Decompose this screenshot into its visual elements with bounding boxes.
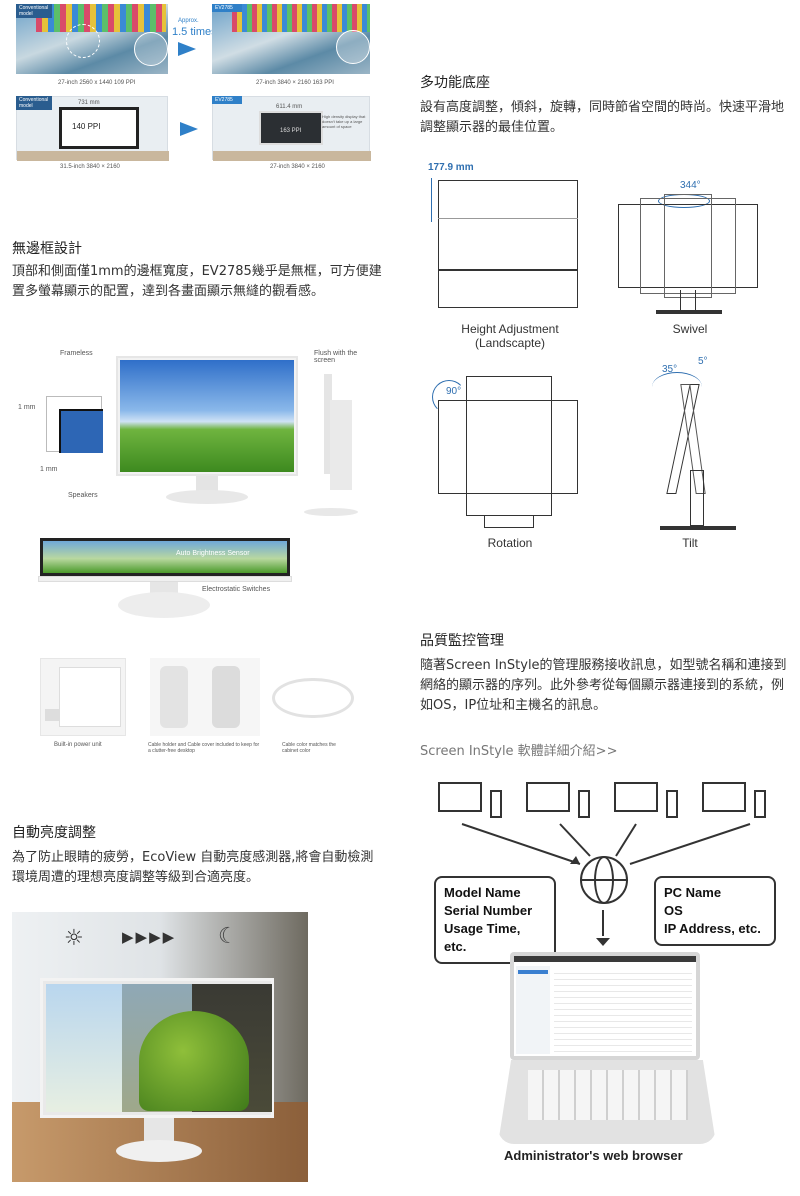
ev2785-size-caption: 27-inch 3840 × 2160 <box>270 164 325 170</box>
callout-os: OS <box>664 903 683 918</box>
laptop-screen <box>510 952 700 1060</box>
height-monitor <box>438 180 578 270</box>
pc-icon-2 <box>578 790 590 818</box>
frameless-title: 無邊框設計 <box>12 241 82 257</box>
swivel-label: Swivel <box>672 322 708 336</box>
pc-icon-3 <box>666 790 678 818</box>
network-arrows <box>461 823 751 946</box>
callout-pc-info: PC Name OS IP Address, etc. <box>654 876 776 946</box>
ev2785-image <box>212 4 370 74</box>
times-label: 1.5 times <box>172 26 217 38</box>
power-unit-image <box>40 658 126 736</box>
sun-icon: ☼ <box>64 926 84 951</box>
ev2785-bottom-badge: EV2785 <box>212 96 242 104</box>
auto-brightness-label: Auto Brightness Sensor <box>176 550 250 557</box>
cable-color-label: Cable color matches the cabinet color <box>282 742 336 754</box>
ev2785-note: High density display that doesn't take u… <box>322 114 366 129</box>
flush-label: Flush with the screen <box>314 350 358 364</box>
tilt-value-b: 5° <box>698 356 708 367</box>
pc-icon-4 <box>754 790 766 818</box>
corner-zoom <box>46 396 103 453</box>
auto-brightness-body: 為了防止眼睛的疲勞，EcoView 自動亮度感測器,將會自動檢測環境周遭的理想亮… <box>12 850 374 885</box>
conventional-image <box>16 4 168 74</box>
tilt-arc-icon <box>652 372 702 402</box>
ev2785-room-image <box>212 96 371 161</box>
swivel-value: 344° <box>680 180 701 191</box>
rotation-arc-icon <box>432 380 466 414</box>
arrow-icon <box>178 42 196 56</box>
cable-holder-label: Cable holder and Cable cover included to… <box>148 742 260 754</box>
management-body: 隨著Screen InStyle的管理服務接收訊息，如型號名稱和連接到網絡的顯示… <box>420 658 787 713</box>
callout-ip-address: IP Address, etc. <box>664 921 761 936</box>
ev2785-width: 611.4 mm <box>276 104 303 110</box>
browser-label: Administrator's web browser <box>504 1148 683 1163</box>
tilt-value-a: 35° <box>662 364 678 375</box>
management-title: 品質監控管理 <box>420 633 504 649</box>
rotation-portrait <box>466 376 552 516</box>
height-arrow-icon <box>431 178 432 222</box>
ev2785-ppi: 163 PPI <box>280 128 302 134</box>
monitor-icon-1 <box>438 782 482 812</box>
monitor-icon-3 <box>614 782 658 812</box>
monitor-icon-2 <box>526 782 570 812</box>
switches-label: Electrostatic Switches <box>202 586 271 593</box>
conventional-badge: Conventional model <box>16 4 52 18</box>
tilt-label: Tilt <box>682 536 698 550</box>
conventional-width: 731 mm <box>78 100 100 106</box>
screen-instyle-link[interactable]: Screen InStyle 軟體詳細介紹>> <box>420 744 618 759</box>
arrow-icon-2 <box>180 122 198 136</box>
pc-icon-1 <box>490 790 502 818</box>
rotation-landscape <box>438 400 578 494</box>
frameless-label: Frameless <box>60 350 93 357</box>
stand-body: 設有高度調整，傾斜，旋轉，同時節省空間的時尚。快速平滑地調整顯示器的最佳位置。 <box>420 100 785 135</box>
brightness-monitor <box>40 978 274 1118</box>
ev2785-caption: 27-inch 3840 × 2160 163 PPI <box>256 80 334 86</box>
stand-title: 多功能底座 <box>420 75 490 91</box>
speakers-label: Speakers <box>68 492 98 499</box>
play-arrows-icon: ▶▶▶▶ <box>122 928 177 946</box>
callout-model-name: Model Name <box>444 885 521 900</box>
swivel-monitor <box>618 204 758 288</box>
callout-pc-name: PC Name <box>664 885 722 900</box>
brightness-image: ☼ ▶▶▶▶ ☾ <box>12 912 308 1182</box>
monitor-icon-4 <box>702 782 746 812</box>
callout-model-info: Model Name Serial Number Usage Time, etc… <box>434 876 556 964</box>
approx-label: Approx. <box>178 18 199 24</box>
conventional-caption: 27-inch 2560 x 1440 109 PPI <box>58 80 136 86</box>
front-bar-image <box>40 538 290 576</box>
bezel-1mm-top: 1 mm <box>18 404 36 411</box>
conventional-size-caption: 31.5-inch 3840 × 2160 <box>60 164 120 170</box>
bezel-1mm-side: 1 mm <box>40 466 58 473</box>
moon-icon: ☾ <box>218 924 238 949</box>
laptop-keyboard <box>498 1060 716 1144</box>
cable-image <box>272 678 354 718</box>
ev2785-badge: EV2785 <box>212 4 242 12</box>
height-label: Height Adjustment (Landscapte) <box>461 322 559 350</box>
callout-serial-number: Serial Number <box>444 903 533 918</box>
auto-brightness-title: 自動亮度調整 <box>12 825 96 841</box>
power-unit-label: Built-in power unit <box>54 742 102 748</box>
frameless-body: 頂部和側面僅1mm的邊框寬度，EV2785幾乎是無框，可方便建置多螢幕顯示的配置… <box>12 264 382 299</box>
conventional-ppi: 140 PPI <box>72 122 101 131</box>
conventional-bottom-badge: Conventional model <box>16 96 52 110</box>
rotation-label: Rotation <box>487 536 533 550</box>
callout-usage-time: Usage Time, etc. <box>444 921 521 954</box>
side-view-image <box>324 374 332 474</box>
height-value: 177.9 mm <box>428 162 474 173</box>
frameless-monitor-image <box>116 356 298 476</box>
cable-holder-image <box>150 658 260 736</box>
